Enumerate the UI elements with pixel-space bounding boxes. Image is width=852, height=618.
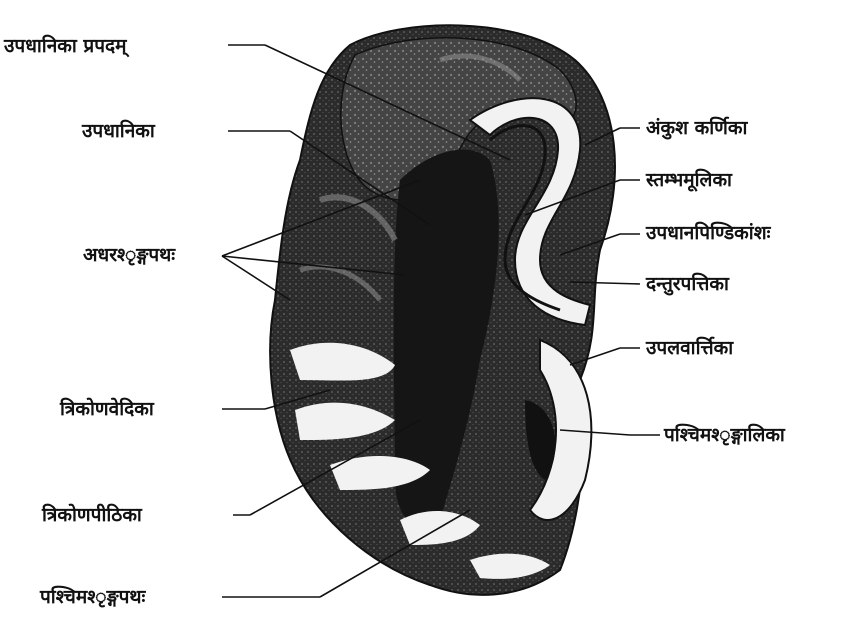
label-upalavartika: उपलवार्त्तिका <box>646 337 733 359</box>
label-adhara-shringapathah: अधरश्‍ृङ्गपथः <box>83 244 175 266</box>
label-stambhamulika: स्तम्भमूलिका <box>646 169 732 191</box>
label-upadhanapindikamshah: उपधानपिण्डिकांशः <box>646 222 770 244</box>
label-pashchima-shringalika: पश्चिमश्‍ृङ्गालिका <box>664 424 785 446</box>
label-pashchima-shringapathah: पश्चिमश्‍ृङ्गपथः <box>40 586 145 608</box>
label-upadhanika-prapadam: उपधानिका प्रपदम् <box>4 35 126 57</box>
label-ankusha-karnika: अंकुश कर्णिका <box>646 117 747 139</box>
label-upadhanika: उपधानिका <box>82 120 155 142</box>
label-danturapattika: दन्तुरपत्तिका <box>646 273 729 295</box>
label-trikonavedika: त्रिकोणवेदिका <box>60 398 154 420</box>
label-trikonapithika: त्रिकोणपीठिका <box>42 504 142 526</box>
